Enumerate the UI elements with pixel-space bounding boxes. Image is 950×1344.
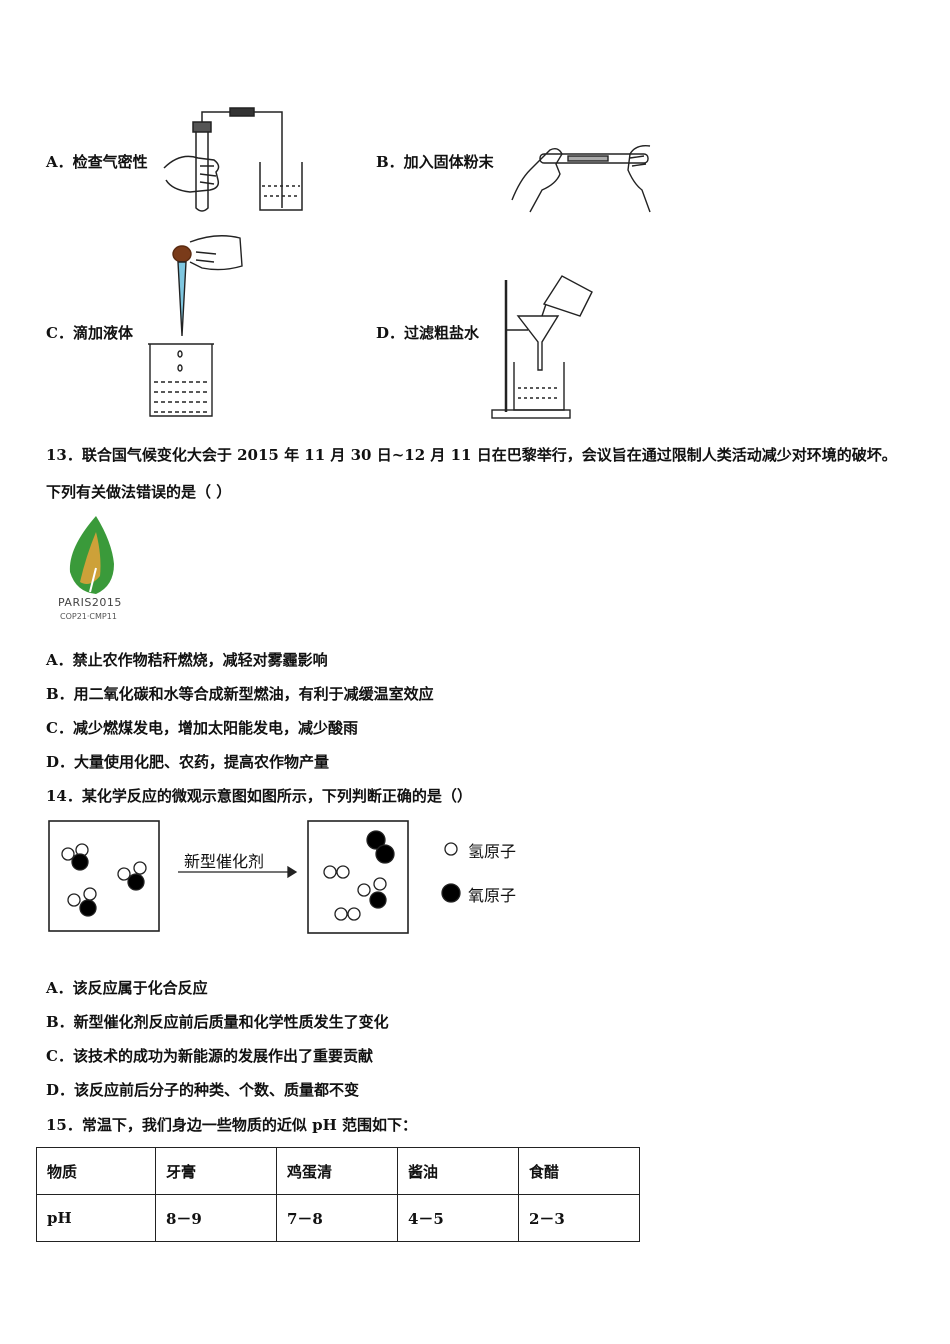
table-cell: 8－9 [155, 1194, 277, 1242]
paris2015-logo: PARIS2015 COP21·CMP11 [56, 512, 128, 628]
ph-table: 物质 牙膏 鸡蛋清 酱油 食醋 pH 8－9 7－8 4－5 2－3 [36, 1147, 640, 1242]
legend-hydrogen: 氢原子 [468, 842, 517, 861]
table-cell: 4－5 [397, 1194, 519, 1242]
q14-option-a: A．该反应属于化合反应 [46, 979, 208, 997]
adding-powder-figure [511, 144, 651, 213]
legend-oxygen: 氧原子 [468, 886, 517, 905]
q12-option-a: A．检查气密性 [46, 153, 148, 171]
q14-option-d: D．该反应前后分子的种类、个数、质量都不变 [46, 1081, 360, 1099]
reaction-micro-diagram [48, 820, 461, 934]
q13-stem-line2: 下列有关做法错误的是（ ） [46, 483, 232, 501]
logo-subtext: COP21·CMP11 [60, 612, 117, 621]
airtightness-check-figure [163, 107, 303, 212]
table-row: 物质 牙膏 鸡蛋清 酱油 食醋 [36, 1147, 640, 1195]
table-header-cell: 牙膏 [155, 1147, 277, 1195]
table-row: pH 8－9 7－8 4－5 2－3 [36, 1194, 640, 1242]
leaf-icon [69, 516, 114, 594]
dropping-liquid-figure [148, 235, 243, 417]
q15-stem: 15．常温下，我们身边一些物质的近似 pH 范围如下： [46, 1116, 417, 1134]
q12-option-c: C．滴加液体 [46, 324, 133, 342]
table-header-cell: 酱油 [397, 1147, 519, 1195]
table-cell: 7－8 [276, 1194, 398, 1242]
table-header-cell: 食醋 [518, 1147, 640, 1195]
logo-text: PARIS2015 [58, 596, 122, 609]
q13-option-a: A．禁止农作物秸秆燃烧，减轻对雾霾影响 [46, 651, 328, 669]
q13-option-b: B．用二氧化碳和水等合成新型燃油，有利于减缓温室效应 [46, 685, 434, 703]
q12-option-d: D．过滤粗盐水 [376, 324, 480, 342]
q13-stem-line1: 13．联合国气候变化大会于 2015 年 11 月 30 日~12 月 11 日… [46, 446, 897, 464]
table-header-cell: 鸡蛋清 [276, 1147, 398, 1195]
table-cell: pH [36, 1194, 156, 1242]
table-header-cell: 物质 [36, 1147, 156, 1195]
q13-option-d: D．大量使用化肥、农药，提高农作物产量 [46, 753, 330, 771]
table-cell: 2－3 [518, 1194, 640, 1242]
q14-option-b: B．新型催化剂反应前后质量和化学性质发生了变化 [46, 1013, 389, 1031]
filtration-figure [491, 275, 593, 419]
catalyst-label: 新型催化剂 [184, 852, 265, 871]
q13-option-c: C．减少燃煤发电，增加太阳能发电，减少酸雨 [46, 719, 358, 737]
q14-option-c: C．该技术的成功为新能源的发展作出了重要贡献 [46, 1047, 373, 1065]
q12-option-b: B．加入固体粉末 [376, 153, 494, 171]
q14-stem: 14．某化学反应的微观示意图如图所示，下列判断正确的是（） [46, 787, 472, 805]
